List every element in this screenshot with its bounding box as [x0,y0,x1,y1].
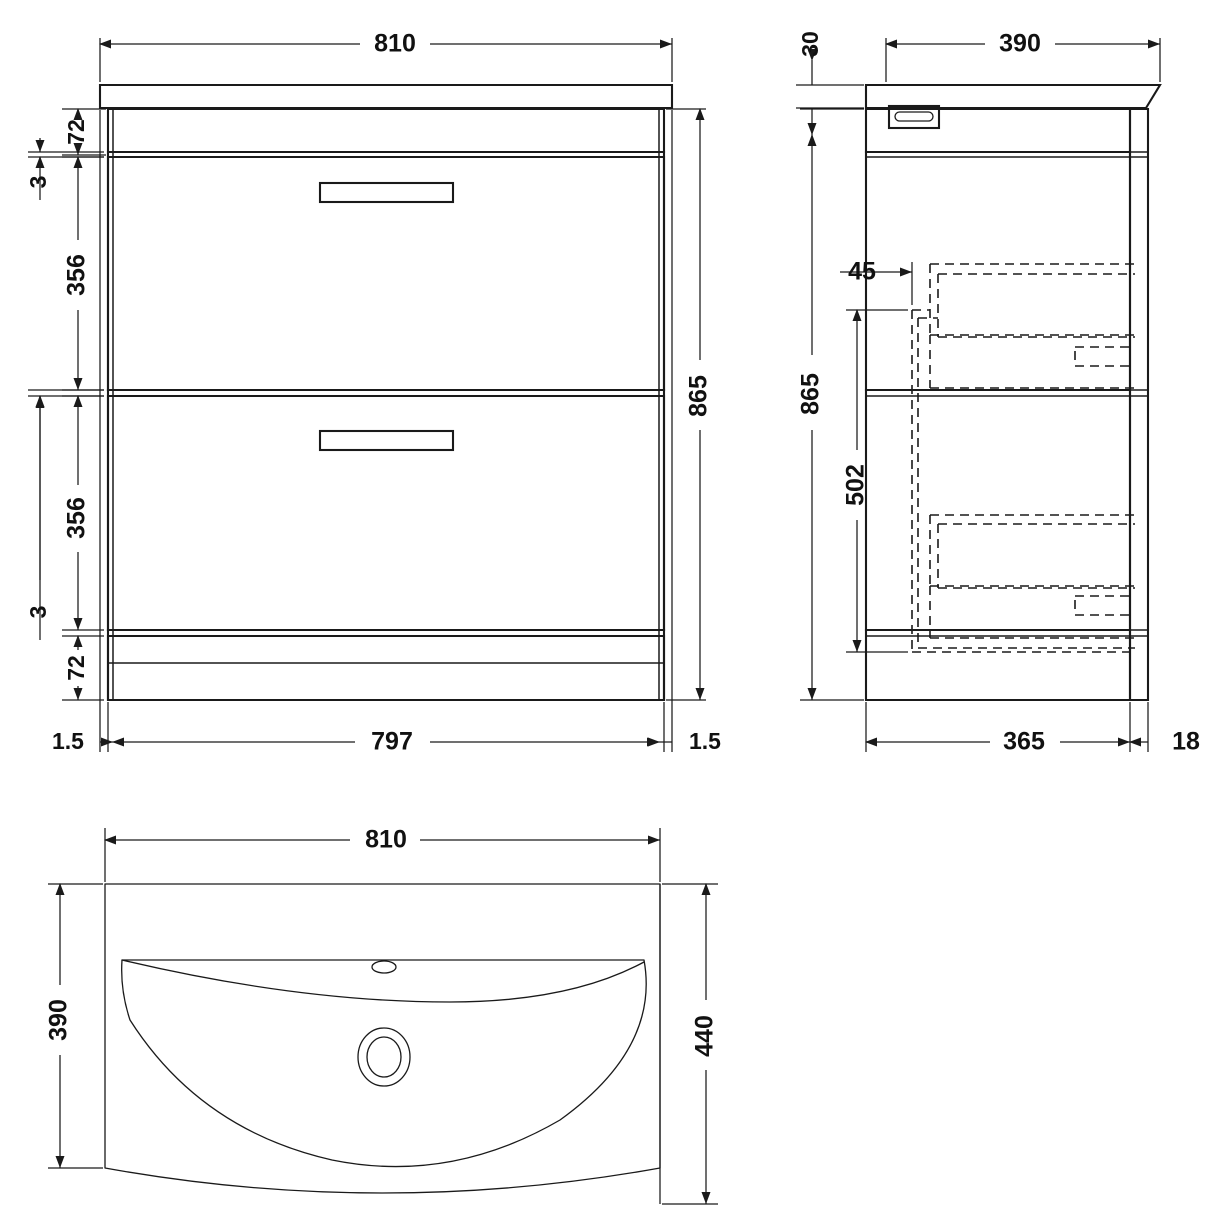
lower-drawer-handle[interactable] [318,429,455,452]
side-worktop [864,83,1162,110]
side-front-face-lines [864,150,1132,637]
dim-label-setback: 45 [848,258,876,286]
dim-front-gap-3-upper: 3 [25,138,104,200]
dim-label-basin-overall-depth: 440 [691,1015,719,1057]
basin-outline [104,883,661,1194]
dim-label-back-panel: 18 [1172,728,1200,756]
dim-front-drawer-356-lower: 356 [62,395,104,631]
front-cabinet-body [106,107,666,702]
dim-basin-width-810: 810 [104,826,661,882]
dim-label-side-depth: 390 [999,30,1041,58]
dim-side-setback-45: 45 [840,258,913,305]
dim-front-width-810: 810 [99,30,673,82]
dim-side-height-865: 865 [797,108,864,701]
dim-side-drawer-depth-502: 502 [842,309,908,653]
dim-label-front-width: 810 [374,30,416,58]
front-upper-drawer[interactable] [106,155,666,392]
basin-plan-view: 810 390 440 [45,826,719,1205]
dim-label-drawer-lower: 356 [63,497,91,539]
dim-label-basin-bowl-depth: 390 [45,999,73,1041]
dim-basin-overall-depth-440: 440 [659,883,719,1205]
side-elevation-view: 30 390 45 865 [796,30,1200,756]
dim-label-gap-upper: 3 [25,176,51,189]
side-drawer-runner-hidden-line [911,309,1135,653]
dim-side-depth-390: 390 [885,30,1161,82]
upper-drawer-handle[interactable] [318,181,455,204]
dim-label-left-panel: 1.5 [52,728,84,754]
dim-label-gap-lower: 3 [25,606,51,619]
side-back-panel [1128,107,1150,702]
dim-label-side-height: 865 [797,373,825,415]
front-worktop [98,83,674,110]
dim-front-top-rail-72: 72 [62,108,106,156]
dim-label-carcass-width: 797 [371,728,413,756]
front-lower-drawer[interactable] [106,394,666,632]
waste-outlet [357,1027,411,1087]
dim-basin-bowl-depth-390: 390 [45,883,103,1169]
dim-label-drawer-upper: 356 [63,254,91,296]
side-cabinet-body [864,107,1132,702]
side-upper-drawer-runner-clip [1074,346,1131,367]
dim-side-worktop-30: 30 [796,31,864,135]
dim-side-carcass-365: 365 18 [865,702,1200,756]
dim-label-basin-width: 810 [365,826,407,854]
front-elevation-view: 810 865 72 3 [25,30,721,756]
dim-label-bottom-rail: 72 [63,655,89,681]
basin-bowl [121,959,647,1168]
dim-front-carcass-797: 797 1.5 1.5 [52,110,721,756]
dim-front-drawer-356-upper: 356 [62,156,104,391]
dim-label-worktop-thickness: 30 [797,31,823,57]
dim-label-right-panel: 1.5 [689,728,721,754]
dim-label-drawer-internal: 502 [842,464,870,506]
side-upper-drawer-hidden-detail [929,263,1135,389]
dim-front-gap-3-lower: 3 [25,389,104,640]
side-lower-drawer-hidden-detail [929,514,1135,639]
dim-front-height-865: 865 [666,108,713,701]
dim-label-carcass-depth: 365 [1003,728,1045,756]
tap-hole [371,960,397,974]
side-lower-drawer-runner-clip [1074,595,1131,616]
dim-front-bottom-rail-72: 72 [62,635,104,701]
front-bottom-rail [106,628,666,702]
dim-label-top-rail: 72 [63,119,89,145]
side-handle-profile[interactable] [887,104,941,130]
dim-label-front-height: 865 [685,375,713,417]
